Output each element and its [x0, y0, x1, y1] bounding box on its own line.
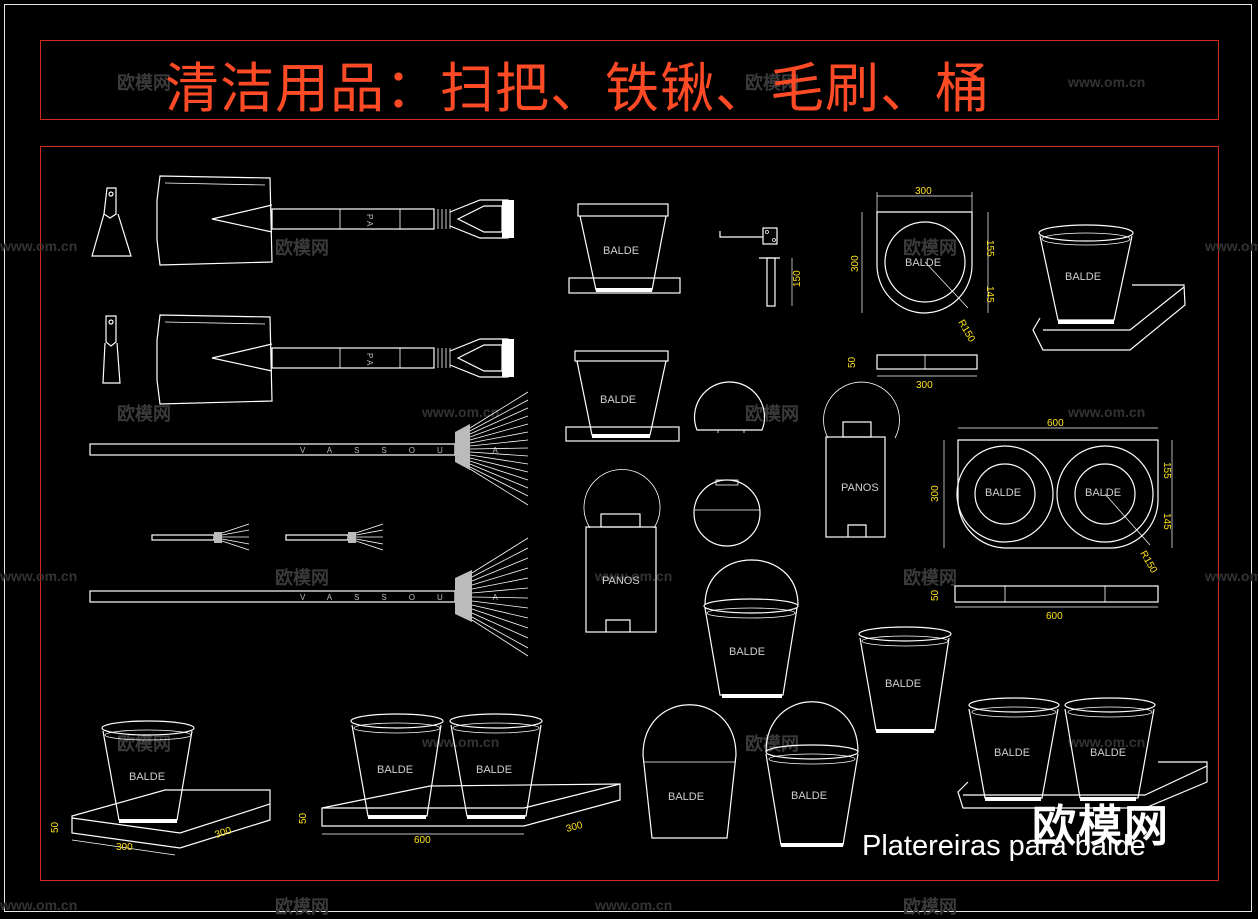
- svg-text:BALDE: BALDE: [668, 791, 704, 803]
- broom-1: VASSOURA: [89, 391, 529, 506]
- svg-text:BALDE: BALDE: [1090, 747, 1126, 759]
- svg-text:300: 300: [915, 186, 932, 197]
- drawing-frame: [40, 146, 1219, 881]
- shovel-2: P A: [156, 314, 514, 405]
- watermark-url: www.om.cn: [1068, 74, 1146, 90]
- dome-2: [693, 479, 761, 547]
- svg-text:BALDE: BALDE: [905, 257, 941, 269]
- svg-text:155: 155: [984, 240, 995, 257]
- svg-text:300: 300: [930, 485, 941, 502]
- watermark: 欧模网: [745, 734, 799, 755]
- svg-text:PANOS: PANOS: [602, 575, 640, 587]
- svg-text:R150: R150: [1137, 549, 1159, 576]
- svg-text:300: 300: [850, 255, 861, 272]
- svg-text:300: 300: [116, 842, 133, 853]
- bucket-2: BALDE: [858, 626, 952, 733]
- svg-text:BALDE: BALDE: [1065, 271, 1101, 283]
- watermark: 欧模网: [745, 404, 799, 425]
- svg-text:300: 300: [565, 820, 584, 835]
- watermark-url: www.om.cn: [0, 897, 78, 913]
- brand-logo: 欧模网: [1032, 801, 1170, 852]
- svg-text:50: 50: [298, 812, 309, 824]
- svg-text:600: 600: [1047, 418, 1064, 429]
- bucket-with-handle-3: BALDE: [765, 701, 859, 847]
- watermark: 欧模网: [903, 238, 957, 259]
- svg-text:BALDE: BALDE: [1085, 487, 1121, 499]
- watermark-url: www.om.cn: [0, 238, 78, 254]
- watermark: 欧模网: [745, 73, 799, 94]
- svg-text:155: 155: [1161, 462, 1172, 479]
- watermark-url: www.om.cn: [1068, 404, 1146, 420]
- svg-text:P A: P A: [365, 214, 374, 227]
- holder-side-single: 50 300: [847, 354, 978, 391]
- watermark: 欧模网: [275, 568, 329, 589]
- svg-text:BALDE: BALDE: [600, 394, 636, 406]
- svg-text:VASSOURA: VASSOURA: [300, 593, 520, 602]
- svg-text:145: 145: [1161, 513, 1172, 530]
- outer-frame: [4, 4, 1252, 912]
- bucket-on-tray-1: BALDE: [568, 203, 681, 294]
- watermark-url: www.om.cn: [422, 404, 500, 420]
- scraper-1: [91, 187, 132, 257]
- title-frame: [40, 40, 1219, 120]
- svg-text:BALDE: BALDE: [985, 487, 1021, 499]
- watermark-url: www.om.cn: [1205, 568, 1258, 584]
- watermark-url: www.om.cn: [595, 897, 673, 913]
- shovel-1: P A: [156, 175, 514, 266]
- watermark: 欧模网: [275, 238, 329, 259]
- wall-hook: 150: [719, 227, 803, 307]
- svg-text:150: 150: [792, 270, 803, 287]
- watermark: 欧模网: [275, 897, 329, 918]
- svg-text:BALDE: BALDE: [603, 245, 639, 257]
- caption: Platereiras para balde: [862, 830, 1146, 862]
- svg-text:50: 50: [847, 356, 858, 368]
- brush-1: [151, 523, 250, 551]
- watermark: 欧模网: [903, 568, 957, 589]
- watermark: 欧模网: [117, 404, 171, 425]
- svg-text:600: 600: [414, 835, 431, 846]
- watermark-url: www.om.cn: [595, 568, 673, 584]
- svg-text:BALDE: BALDE: [791, 790, 827, 802]
- bucket-tray-single: BALDE 50 300 300: [50, 720, 271, 856]
- bucket-tray-perspective-1: BALDE: [1032, 224, 1186, 351]
- holder-plan-double: 600 300 155 145 R150 BALDE BALDE: [930, 418, 1173, 576]
- svg-text:600: 600: [1046, 611, 1063, 622]
- holder-plan-single: 300 300 155 145 R150 BALDE: [850, 186, 995, 345]
- panos-container-2: PANOS: [583, 469, 661, 633]
- bucket-with-handle-1: BALDE: [703, 559, 799, 698]
- svg-text:BALDE: BALDE: [129, 771, 165, 783]
- svg-text:BALDE: BALDE: [377, 764, 413, 776]
- svg-text:VASSOURA: VASSOURA: [300, 446, 520, 455]
- watermark: 欧模网: [117, 73, 171, 94]
- watermark-url: www.om.cn: [1068, 734, 1146, 750]
- page-title: 清洁用品：扫把、铁锹、毛刷、桶: [165, 57, 990, 120]
- svg-text:BALDE: BALDE: [885, 678, 921, 690]
- svg-text:50: 50: [930, 589, 941, 601]
- watermark-url: www.om.cn: [1205, 238, 1258, 254]
- svg-text:300: 300: [916, 380, 933, 391]
- svg-text:BALDE: BALDE: [476, 764, 512, 776]
- svg-text:BALDE: BALDE: [994, 747, 1030, 759]
- svg-text:145: 145: [984, 286, 995, 303]
- svg-text:BALDE: BALDE: [729, 646, 765, 658]
- watermark-url: www.om.cn: [422, 734, 500, 750]
- svg-text:300: 300: [214, 825, 234, 841]
- watermark-url: www.om.cn: [0, 568, 78, 584]
- bucket-tray-double: BALDE BALDE 50 600 300: [298, 713, 621, 846]
- svg-text:50: 50: [50, 821, 61, 833]
- bucket-on-tray-2: BALDE: [565, 350, 680, 442]
- svg-text:R150: R150: [955, 318, 977, 345]
- bucket-tray-perspective-2: BALDE BALDE: [957, 697, 1208, 809]
- scraper-2: [102, 315, 121, 384]
- svg-text:P A: P A: [365, 353, 374, 366]
- broom-2: VASSOURA: [89, 537, 529, 657]
- bucket-with-handle-2: BALDE: [642, 704, 737, 839]
- holder-side-double: 50 600: [930, 585, 1159, 622]
- watermark: 欧模网: [903, 897, 957, 918]
- panos-container-1: PANOS: [823, 381, 900, 538]
- brush-2: [285, 523, 384, 551]
- svg-text:PANOS: PANOS: [841, 482, 879, 494]
- dome-1: [693, 381, 766, 433]
